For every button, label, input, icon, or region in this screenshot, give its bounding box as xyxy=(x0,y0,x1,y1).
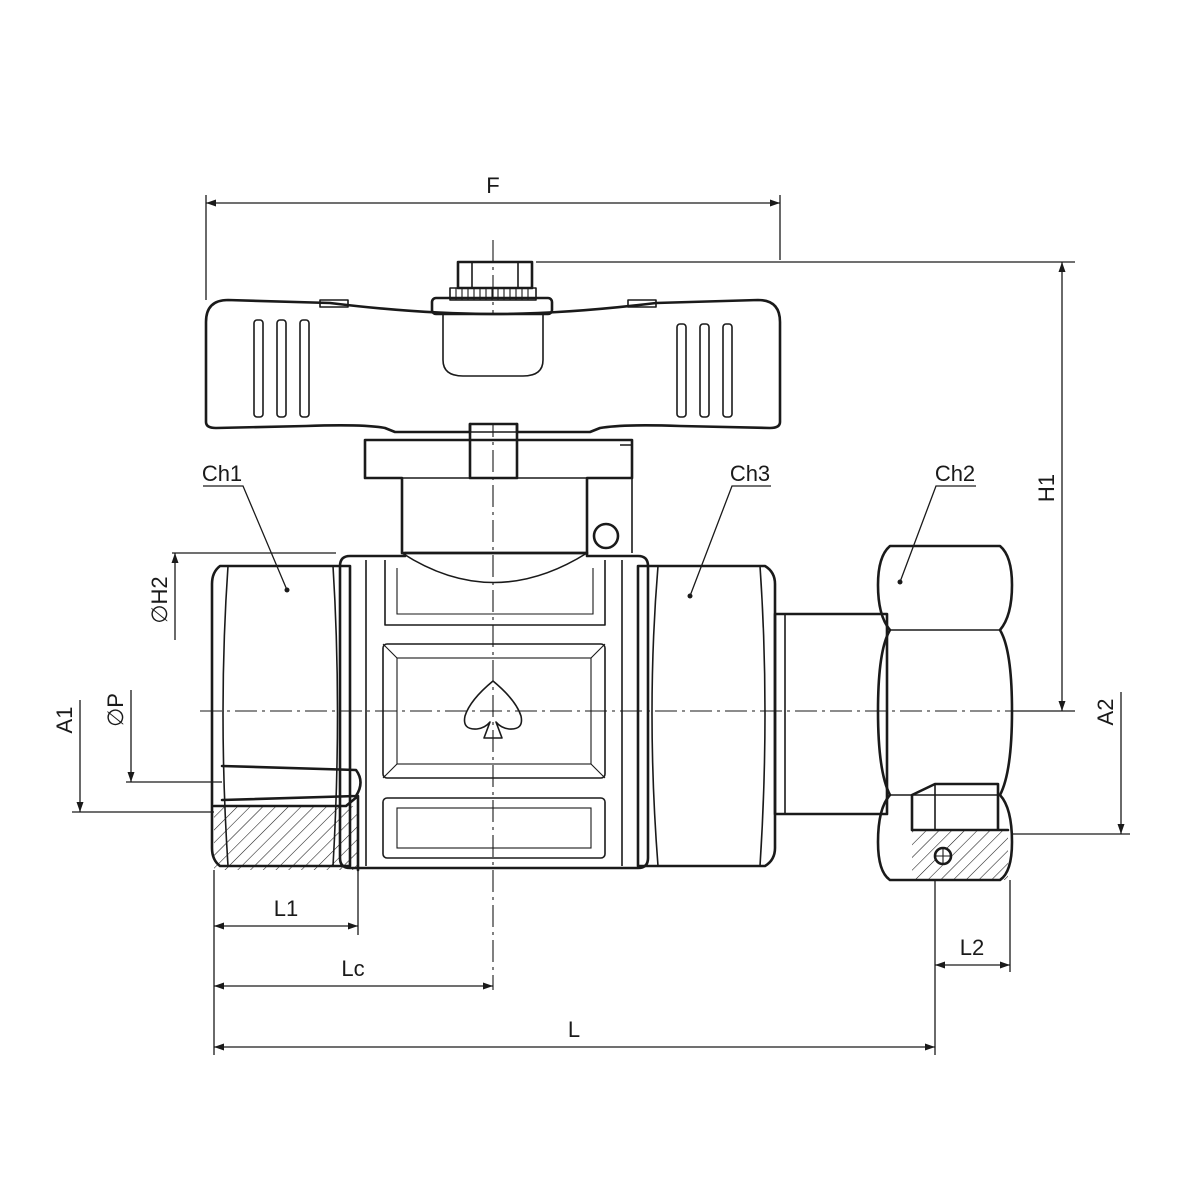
tailpiece-body xyxy=(773,612,889,816)
union-nut xyxy=(876,544,1014,882)
valve-body xyxy=(338,522,650,870)
union-section-outline xyxy=(910,782,1010,832)
label-H1: H1 xyxy=(1034,474,1059,502)
stem-hex-nut xyxy=(456,260,534,290)
left-section-hatch xyxy=(214,806,358,870)
label-Ch1: Ch1 xyxy=(202,461,242,486)
handle-body xyxy=(204,298,782,434)
handle-top-tab-left xyxy=(319,299,349,308)
labels: F H1 A2 ∅H2 A1 ∅P L1 Lc L L2 Ch1 Ch3 Ch2 xyxy=(52,173,1118,1042)
upper-panel-inner xyxy=(396,568,594,615)
label-Lc: Lc xyxy=(341,956,364,981)
label-A2: A2 xyxy=(1093,699,1118,726)
handle-notch xyxy=(468,422,519,480)
label-L2: L2 xyxy=(960,935,984,960)
label-L1: L1 xyxy=(274,896,298,921)
label-L: L xyxy=(568,1017,580,1042)
leader-lines xyxy=(203,485,976,599)
body-side-ribs xyxy=(365,560,623,866)
label-A1: A1 xyxy=(52,707,77,734)
leader-Ch1 xyxy=(203,485,288,591)
label-H2: ∅H2 xyxy=(147,576,172,623)
handle-top-tab-right xyxy=(627,299,657,308)
hex-nut-edges xyxy=(471,262,519,288)
ring-teeth xyxy=(455,288,529,300)
label-P: ∅P xyxy=(103,693,128,727)
right-end-hex-edges xyxy=(651,565,766,867)
handle-stem-side xyxy=(586,444,633,553)
middle-panel-inner xyxy=(396,657,592,765)
handle-stem-block xyxy=(363,438,634,555)
left-female-end xyxy=(210,564,362,872)
leader-Ch3 xyxy=(689,485,771,597)
lower-panel xyxy=(382,797,606,859)
bonnet-curve xyxy=(401,552,588,584)
union-tailpiece xyxy=(773,612,889,816)
middle-panel xyxy=(382,643,606,779)
upper-panel xyxy=(384,560,606,626)
butterfly-handle xyxy=(204,260,782,555)
left-thread-bore xyxy=(220,764,362,802)
handle-boss xyxy=(442,314,544,377)
label-Ch2: Ch2 xyxy=(935,461,975,486)
left-grip-ribs xyxy=(253,319,310,418)
union-seal-cross xyxy=(935,848,951,864)
middle-panel-bevels xyxy=(382,643,606,779)
left-section-outline xyxy=(212,794,360,872)
right-end-body xyxy=(636,564,777,868)
label-F: F xyxy=(486,173,499,198)
union-section-hatch xyxy=(912,830,1008,880)
lower-panel-inner xyxy=(396,807,592,849)
right-grip-ribs xyxy=(676,323,733,418)
position-indicator-icon xyxy=(592,522,620,550)
leader-Ch2 xyxy=(899,485,976,583)
dimensions xyxy=(72,195,1130,1055)
brand-logo-icon xyxy=(463,680,523,739)
right-female-end xyxy=(636,564,777,868)
label-Ch3: Ch3 xyxy=(730,461,770,486)
